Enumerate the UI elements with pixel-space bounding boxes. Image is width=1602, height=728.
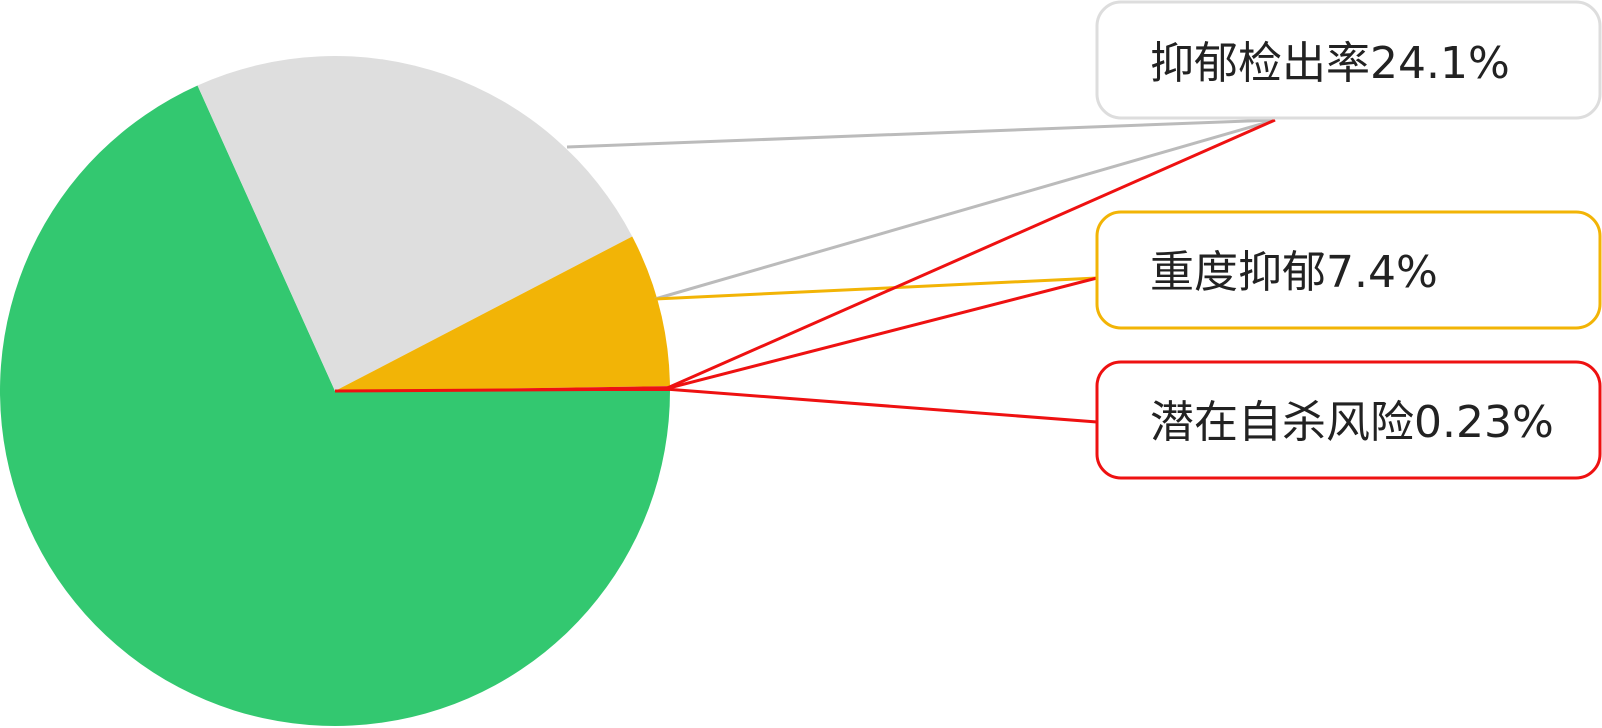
callout-text-suicide-risk: 潜在自杀风险0.23% bbox=[1150, 397, 1554, 448]
callout-box-suicide-risk bbox=[1095, 360, 1602, 480]
callout-severe-depression: 重度抑郁7.4% bbox=[1095, 210, 1602, 330]
pie-slice-green bbox=[0, 85, 671, 727]
leader-line-suicide-risk-to-middle bbox=[664, 276, 1098, 391]
leader-line-severe-depression bbox=[654, 276, 1098, 301]
callout-text-severe-depression: 重度抑郁7.4% bbox=[1150, 247, 1438, 298]
leader-lines bbox=[334, 118, 1276, 424]
pie-slice-depression-rate bbox=[197, 55, 633, 392]
callout-box-depression-rate bbox=[1095, 0, 1602, 120]
callout-suicide-risk: 潜在自杀风险0.23% bbox=[1095, 360, 1602, 480]
callout-text-depression-rate: 抑郁检出率24.1% bbox=[1150, 38, 1510, 89]
callout-labels: 抑郁检出率24.1% 重度抑郁7.4% 潜在自杀风险0.23% bbox=[1095, 0, 1602, 480]
leader-line-depression-rate-2 bbox=[654, 118, 1276, 301]
callout-depression-rate: 抑郁检出率24.1% bbox=[1095, 0, 1602, 120]
leader-line-depression-rate bbox=[566, 118, 1276, 149]
leader-line-suicide-risk bbox=[664, 387, 1098, 424]
pie-slice-severe-depression bbox=[335, 236, 670, 391]
leader-line-suicide-risk-to-top bbox=[664, 118, 1276, 391]
suicide-risk-sliver-edge bbox=[334, 387, 671, 393]
callout-box-severe-depression bbox=[1095, 210, 1602, 330]
